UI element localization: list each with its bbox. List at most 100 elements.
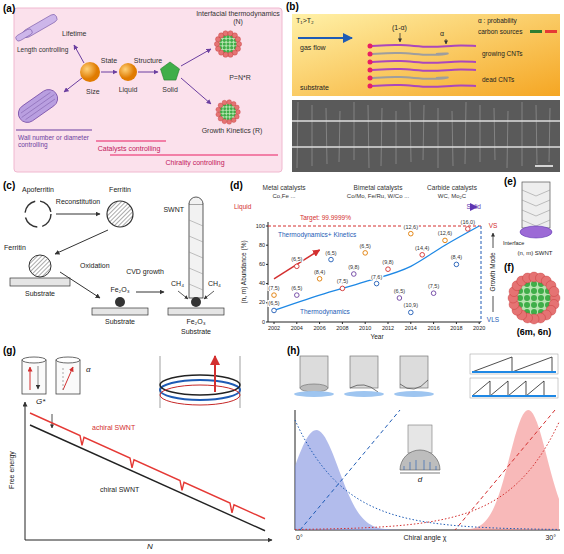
abundance-chart <box>409 231 414 236</box>
catalyst-ring <box>531 302 537 308</box>
abundance-chart <box>266 264 268 265</box>
figure-label: Co,Fe ... <box>272 193 295 200</box>
axis-tick-label: 2010 <box>359 325 371 331</box>
sem-image <box>396 111 397 164</box>
figure-label: Target: 99.9999% <box>300 214 351 221</box>
abundance-chart <box>479 322 480 324</box>
figure-label: CVD growth <box>126 268 164 276</box>
catalyst-dome <box>400 473 440 474</box>
panel-g-art <box>160 356 161 408</box>
cnt-array <box>372 69 476 71</box>
figure-label: α <box>86 366 91 375</box>
catalyst-cluster <box>215 46 220 51</box>
figure-label: Reconstitution <box>56 198 100 206</box>
figure-label: gas flow <box>300 44 326 52</box>
abundance-chart <box>317 277 322 282</box>
figure-label: Oxidation <box>80 262 110 270</box>
panel-a-art <box>138 72 158 73</box>
sem-image <box>522 102 523 166</box>
catalyst-cluster <box>231 118 236 123</box>
panel-g-art <box>63 367 73 390</box>
catalyst-cluster <box>223 42 226 45</box>
catalyst-cluster <box>226 46 229 49</box>
cnt-array <box>372 85 476 87</box>
panel-h-art <box>400 380 428 389</box>
axis-tick-label: 2018 <box>450 325 462 331</box>
sem-image <box>494 108 495 160</box>
panel-d-header <box>258 203 478 211</box>
figure-label: d <box>418 476 422 485</box>
figure-label: WC, Mo₂C <box>438 193 466 200</box>
catalyst-dome <box>400 425 440 473</box>
data-point-label: (12,6) <box>403 224 419 230</box>
panel-c-art <box>168 308 224 315</box>
panel-g-art <box>22 360 46 394</box>
abundance-chart <box>295 264 300 269</box>
panel-b-art <box>545 30 557 33</box>
sem-image <box>535 165 553 167</box>
figure-label: Substrate <box>181 328 211 336</box>
sem-image <box>368 105 369 168</box>
panel-g-art <box>56 357 80 363</box>
panel-b-art <box>400 33 401 42</box>
catalyst-cluster <box>218 102 238 122</box>
catalyst-ring <box>513 277 555 319</box>
figure-label: Growth Mode <box>489 252 496 291</box>
cnt-array <box>368 68 373 73</box>
panel-h-art <box>394 391 434 397</box>
panel-h-art <box>300 384 328 392</box>
abundance-chart <box>443 238 448 243</box>
data-point-label: (14,4) <box>414 245 430 251</box>
axis-tick-label: 2006 <box>313 325 325 331</box>
figure-label: Lifetime <box>62 30 87 38</box>
data-point-label: (6,5) <box>267 300 280 306</box>
panel-a-art <box>15 28 34 42</box>
figure-label: carbon sources <box>478 28 522 35</box>
figure-label: Thermodynamics <box>300 308 350 315</box>
catalyst-ring <box>538 302 544 308</box>
cnt-array <box>372 45 476 47</box>
panel-c-art <box>204 291 214 299</box>
panel-a-art <box>22 95 55 118</box>
panel-h-art <box>294 391 334 397</box>
data-point-label: (8,4) <box>313 269 326 275</box>
figure-label: (n, m) SWNT <box>518 250 553 257</box>
chirality-distribution <box>295 410 559 530</box>
cnt-array <box>368 76 373 81</box>
free-energy-plot <box>30 413 265 519</box>
chirality-distribution <box>455 410 555 530</box>
panel-a-art <box>21 92 50 113</box>
abundance-chart <box>272 293 277 298</box>
sem-image <box>480 105 481 162</box>
cnt-array <box>368 84 373 89</box>
panel-a-art <box>161 62 180 80</box>
panel-a-art <box>64 78 82 92</box>
panel-e-art <box>522 182 550 228</box>
figure-label: Substrate <box>25 290 55 298</box>
figure-label: Liquid <box>119 86 138 94</box>
panel-c-art <box>136 292 164 293</box>
axis-tick-label: 2016 <box>427 325 439 331</box>
axis-tick-label: 2002 <box>268 325 280 331</box>
figure-label: Solid <box>467 203 481 210</box>
figure-label: chiral SWNT <box>100 486 139 494</box>
chirality-distribution <box>300 410 400 530</box>
chirality-distribution <box>295 410 559 530</box>
panel-a-art <box>16 129 92 130</box>
abundance-chart <box>296 322 297 324</box>
figure-label: VS <box>489 222 498 229</box>
chirality-distribution <box>295 422 559 529</box>
catalyst-ring <box>508 272 560 324</box>
panel-c-art <box>55 230 108 254</box>
figure-label: Structure <box>134 57 162 65</box>
panel-letter: (d) <box>230 180 243 191</box>
catalyst-cluster <box>223 114 226 117</box>
sem-image <box>292 146 560 148</box>
figure-label: VLS <box>487 316 499 323</box>
catalyst-cluster <box>235 37 240 42</box>
catalyst-ring <box>524 295 530 301</box>
axis-tick-label: 0 <box>262 319 265 325</box>
sem-image <box>292 100 560 172</box>
abundance-chart <box>352 272 357 277</box>
